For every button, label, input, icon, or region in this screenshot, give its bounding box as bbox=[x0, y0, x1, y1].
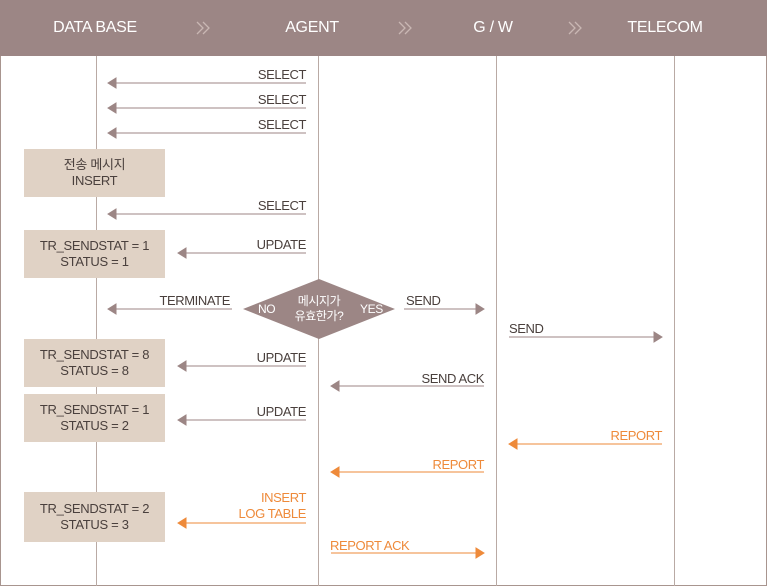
box-line: STATUS = 8 bbox=[60, 363, 129, 378]
label-select-1: SELECT bbox=[257, 67, 307, 82]
label-report-gw: REPORT bbox=[432, 457, 484, 472]
status-box-1: TR_SENDSTAT = 1 STATUS = 1 bbox=[24, 230, 165, 278]
header-database: DATA BASE bbox=[53, 19, 137, 36]
arrowhead bbox=[508, 438, 518, 450]
arrowhead bbox=[475, 547, 485, 559]
box-line: TR_SENDSTAT = 1 bbox=[39, 238, 150, 253]
box-line: STATUS = 1 bbox=[60, 254, 129, 269]
decision-yes-label: YES bbox=[360, 302, 383, 316]
label-report-ack: REPORT ACK bbox=[330, 538, 410, 553]
label-send-agent: SEND bbox=[406, 293, 441, 308]
label-select-3: SELECT bbox=[257, 117, 307, 132]
arrowhead bbox=[653, 331, 663, 343]
decision-diamond bbox=[243, 279, 395, 339]
status-box-8: TR_SENDSTAT = 8 STATUS = 8 bbox=[24, 339, 165, 387]
lane-database bbox=[96, 56, 97, 586]
insert-message-box: 전송 메시지 INSERT bbox=[24, 149, 165, 197]
header-agent: AGENT bbox=[285, 19, 339, 36]
status-box-3: TR_SENDSTAT = 2 STATUS = 3 bbox=[24, 492, 165, 542]
label-send-ack: SEND ACK bbox=[421, 371, 484, 386]
arrowhead bbox=[330, 380, 340, 392]
lane-telecom bbox=[674, 56, 675, 586]
label-select-4: SELECT bbox=[257, 198, 307, 213]
arrowhead bbox=[475, 303, 485, 315]
label-report-telecom: REPORT bbox=[610, 428, 662, 443]
lane-gw bbox=[496, 56, 497, 586]
box-line: STATUS = 2 bbox=[60, 418, 129, 433]
label-update-1: UPDATE bbox=[256, 237, 307, 252]
arrowhead bbox=[107, 102, 117, 114]
arrowhead bbox=[177, 517, 187, 529]
label-log-table: LOG TABLE bbox=[238, 506, 307, 521]
label-terminate: TERMINATE bbox=[159, 293, 230, 308]
arrowhead bbox=[177, 247, 187, 259]
box-line: TR_SENDSTAT = 1 bbox=[39, 402, 150, 417]
box-line: TR_SENDSTAT = 2 bbox=[39, 501, 150, 516]
label-update-2: UPDATE bbox=[256, 350, 307, 365]
double-chevron-right-icon bbox=[196, 21, 210, 35]
decision-no-label: NO bbox=[258, 302, 276, 316]
box-line: TR_SENDSTAT = 8 bbox=[39, 347, 150, 362]
arrowhead bbox=[177, 414, 187, 426]
label-send-gw: SEND bbox=[509, 321, 544, 336]
arrowhead bbox=[107, 77, 117, 89]
decision-question-line2: 유효한가? bbox=[294, 309, 344, 323]
label-insert: INSERT bbox=[260, 490, 306, 505]
arrowhead bbox=[107, 303, 117, 315]
header-bar: DATA BASE AGENT G / W TELECOM bbox=[0, 0, 767, 56]
arrowhead bbox=[177, 360, 187, 372]
box-line: STATUS = 3 bbox=[60, 517, 129, 532]
box-line: INSERT bbox=[71, 173, 118, 188]
header-gw: G / W bbox=[473, 19, 513, 36]
arrowhead bbox=[107, 127, 117, 139]
status-box-2: TR_SENDSTAT = 1 STATUS = 2 bbox=[24, 394, 165, 442]
box-line: 전송 메시지 bbox=[63, 157, 126, 172]
label-select-2: SELECT bbox=[257, 92, 307, 107]
arrowhead bbox=[107, 208, 117, 220]
label-update-3: UPDATE bbox=[256, 404, 307, 419]
double-chevron-right-icon bbox=[398, 21, 412, 35]
double-chevron-right-icon bbox=[568, 21, 582, 35]
arrowhead bbox=[330, 466, 340, 478]
decision-question-line1: 메시지가 bbox=[297, 294, 341, 308]
header-telecom: TELECOM bbox=[627, 19, 703, 36]
